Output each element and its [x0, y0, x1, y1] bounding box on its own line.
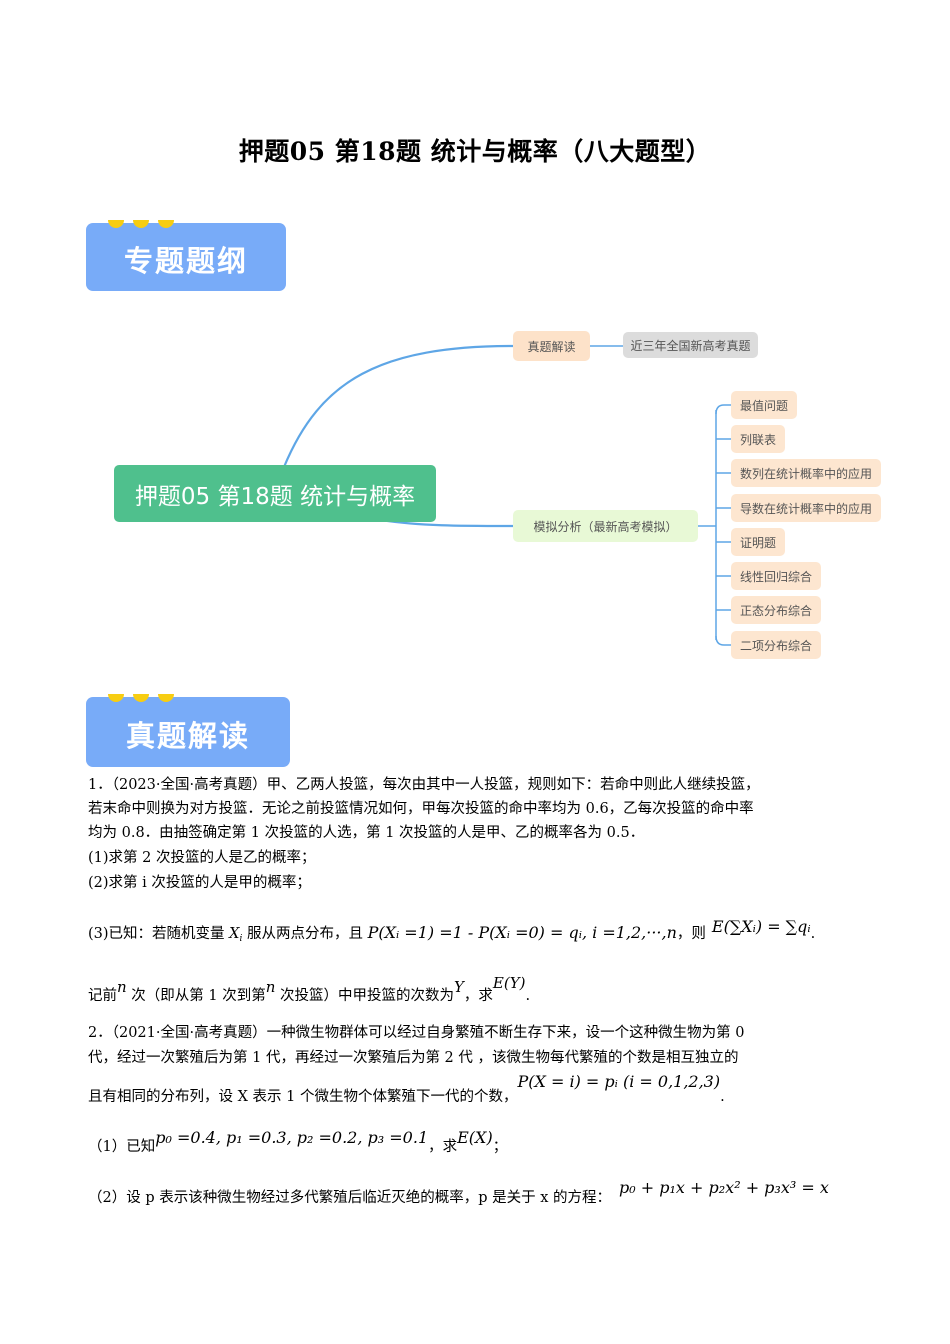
branch-mock-analysis: 模拟分析（最新高考模拟）	[513, 510, 698, 542]
leaf-extremum: 最值问题	[731, 391, 798, 419]
branch-real-exam: 真题解读	[513, 331, 590, 361]
math-equation: p₀ + p₁x + p₂x² + p₃x³ = x	[619, 1178, 829, 1197]
math-distribution: P(X = i) = pᵢ (i = 0,1,2,3)	[517, 1072, 721, 1091]
leaf-proof: 证明题	[731, 528, 786, 556]
leaf-recent-exams: 近三年全国新高考真题	[623, 332, 758, 358]
q1-part-3: (3)已知：若随机变量 Xi 服从两点分布，且 P(Xᵢ =1) =1 - P(…	[88, 917, 816, 944]
banner-label: 真题解读	[125, 719, 250, 753]
math-expectation-x: E(X)	[457, 1128, 493, 1147]
math-two-point-distribution: P(Xᵢ =1) =1 - P(Xᵢ =0) = qᵢ, i =1,2,···,…	[367, 923, 677, 942]
section-banner-real-exam: 真题解读	[86, 694, 290, 767]
mind-map: 押题05 第18题 统计与概率 真题解读 近三年全国新高考真题 模拟分析（最新高…	[114, 331, 882, 659]
math-xi: Xi	[229, 926, 243, 944]
leaf-contingency-table: 列联表	[731, 425, 786, 453]
math-n: n	[117, 978, 127, 996]
q2-line-2: 代，经过一次繁殖后为第 1 代，再经过一次繁殖后为第 2 代 ，该微生物每代繁殖…	[88, 1050, 739, 1066]
q1-line-3: 均为 0.8．由抽签确定第 1 次投篮的人选，第 1 次投篮的人是甲、乙的概率各…	[88, 825, 645, 841]
decorative-dots-icon	[108, 220, 174, 228]
leaf-binomial-distribution: 二项分布综合	[731, 631, 822, 659]
page-title: 押题05 第18题 统计与概率（八大题型）	[238, 137, 712, 166]
decorative-dots-icon	[108, 694, 174, 702]
q1-line-2: 若末命中则换为对方投篮．无论之前投篮情况如何，甲每次投篮的命中率均为 0.6，乙…	[88, 801, 754, 817]
leaf-derivative-application: 导数在统计概率中的应用	[731, 494, 882, 522]
q1-part-2: (2)求第 i 次投篮的人是甲的概率；	[88, 875, 311, 891]
q1-part-1: (1)求第 2 次投篮的人是乙的概率；	[88, 850, 316, 866]
leaf-normal-distribution: 正态分布综合	[731, 596, 822, 624]
mind-map-connectors	[282, 344, 731, 646]
math-p-values: p₀ =0.4, p₁ =0.3, p₂ =0.2, p₃ =0.1	[155, 1128, 429, 1147]
math-y: Y	[454, 978, 464, 996]
banner-label: 专题题纲	[123, 244, 248, 278]
section-banner-outline: 专题题纲	[86, 220, 286, 291]
q2-part-2: （2）设 p 表示该种微生物经过多代繁殖后临近灭绝的概率，p 是关于 x 的方程…	[88, 1178, 829, 1206]
q1-last-line: 记前n 次（即从第 1 次到第n 次投篮）中甲投篮的次数为Y，求E(Y).	[88, 974, 531, 1004]
leaf-linear-regression: 线性回归综合	[731, 562, 822, 590]
math-expectation-y: E(Y)	[492, 974, 526, 992]
math-expectation-sum: E(∑Xᵢ) = ∑qᵢ	[711, 917, 811, 936]
mind-map-root: 押题05 第18题 统计与概率	[114, 465, 436, 522]
q2-line-3: 且有相同的分布列，设 X 表示 1 个微生物个体繁殖下一代的个数，P(X = i…	[88, 1072, 725, 1105]
q2-part-1: （1）已知p₀ =0.4, p₁ =0.3, p₂ =0.2, p₃ =0.1，…	[88, 1128, 508, 1155]
leaf-sequence-application: 数列在统计概率中的应用	[731, 459, 882, 487]
math-n: n	[265, 978, 276, 996]
q2-line-1: 2．（2021·全国·高考真题）一种微生物群体可以经过自身繁殖不断生存下来，设一…	[88, 1025, 745, 1041]
q1-line-1: 1．（2023·全国·高考真题）甲、乙两人投篮，每次由其中一人投篮，规则如下：若…	[88, 777, 760, 793]
